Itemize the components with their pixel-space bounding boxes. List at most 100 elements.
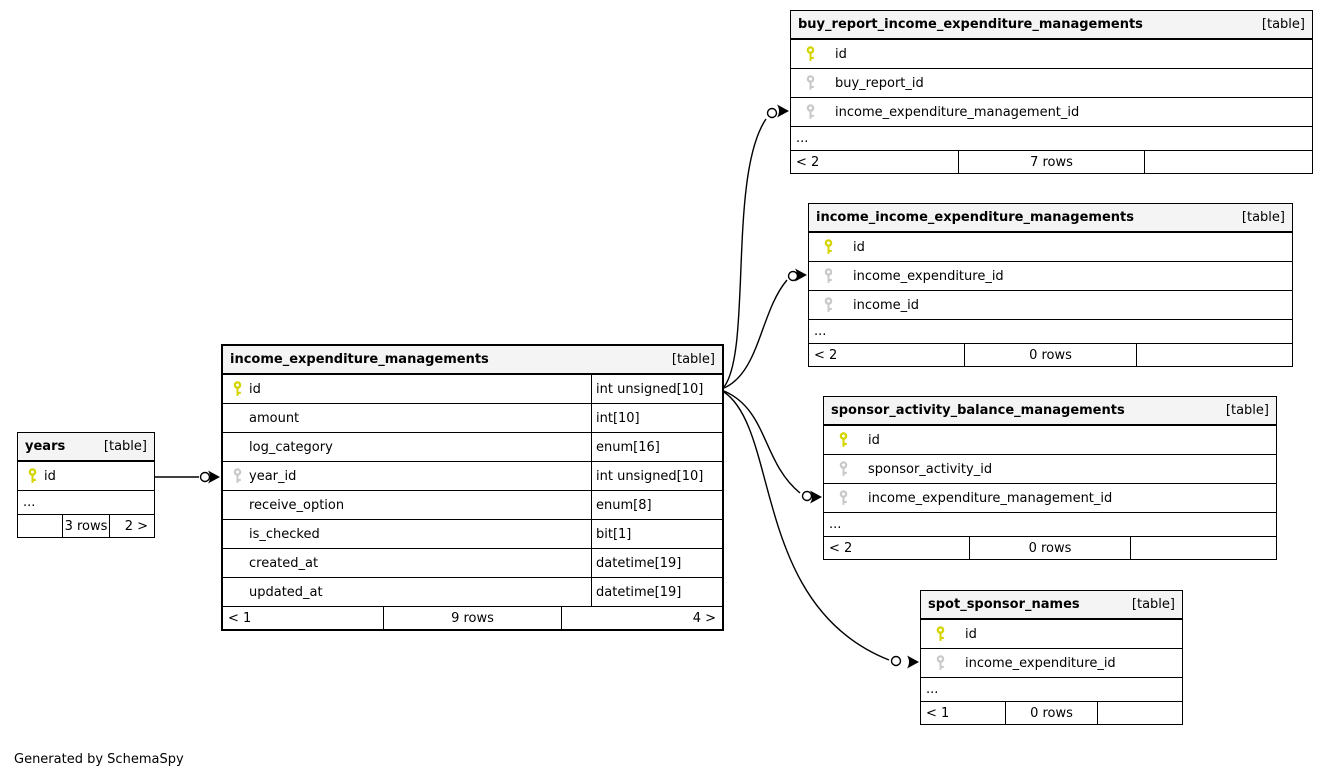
column-type: int unsigned[10] <box>591 462 722 490</box>
key-cell <box>809 239 853 255</box>
primary-key-icon <box>806 46 815 61</box>
key-cell <box>18 468 44 484</box>
arrowhead-icon <box>795 268 807 282</box>
arrowhead-icon <box>208 470 220 484</box>
footer-left-degree <box>18 515 62 537</box>
column-row-id[interactable]: id <box>18 462 154 491</box>
relation-iem-to-sponsor-activity <box>723 390 822 504</box>
column-row-id[interactable]: id int unsigned[10] <box>223 375 722 404</box>
footer-left-degree: < 1 <box>926 705 950 721</box>
table-title[interactable]: income_income_expenditure_managements <box>816 210 1134 225</box>
column-name: income_expenditure_management_id <box>835 104 1080 120</box>
key-cell <box>809 297 853 313</box>
column-name: updated_at <box>249 584 323 600</box>
column-row-income_expenditure_management_id[interactable]: income_expenditure_management_id <box>824 484 1276 513</box>
key-cell <box>791 75 835 91</box>
zero-many-circle <box>890 655 902 667</box>
key-cell <box>809 268 853 284</box>
table-title[interactable]: buy_report_income_expenditure_management… <box>798 17 1143 32</box>
foreign-key-icon <box>824 268 833 283</box>
table-buy-report-income-expenditure-managements[interactable]: buy_report_income_expenditure_management… <box>790 10 1313 174</box>
table-income-income-expenditure-managements[interactable]: income_income_expenditure_managements[ta… <box>808 203 1293 367</box>
column-name: income_expenditure_id <box>853 268 1004 284</box>
column-row-id[interactable]: id <box>791 40 1312 69</box>
key-cell <box>824 490 868 506</box>
column-row-id[interactable]: id <box>921 620 1182 649</box>
column-type: datetime[19] <box>591 549 722 577</box>
key-cell <box>824 461 868 477</box>
column-type: bit[1] <box>591 520 722 548</box>
column-row-buy_report_id[interactable]: buy_report_id <box>791 69 1312 98</box>
arrowhead-icon <box>907 655 919 669</box>
column-type: int unsigned[10] <box>591 375 722 403</box>
arrowhead-icon <box>810 490 822 504</box>
zero-many-circle <box>766 107 778 119</box>
footer-right-degree: 4 > <box>692 610 716 626</box>
table-header: spot_sponsor_names[table] <box>921 591 1182 620</box>
column-name: id <box>835 46 847 62</box>
foreign-key-icon <box>936 655 945 670</box>
table-title[interactable]: income_expenditure_managements <box>230 352 489 367</box>
table-sponsor-activity-balance-managements[interactable]: sponsor_activity_balance_managements [tab… <box>823 396 1277 560</box>
key-cell <box>921 655 965 671</box>
column-row-sponsor_activity_id[interactable]: sponsor_activity_id <box>824 455 1276 484</box>
zero-many-circle <box>801 490 813 502</box>
table-title[interactable]: years <box>25 439 66 454</box>
column-name: id <box>853 239 865 255</box>
column-name: id <box>868 432 880 448</box>
table-header: years [table] <box>18 433 154 462</box>
foreign-key-icon <box>839 490 848 505</box>
table-header: income_income_expenditure_managements[ta… <box>809 204 1292 233</box>
column-name: log_category <box>249 439 333 455</box>
key-cell <box>791 104 835 120</box>
column-row-income_expenditure_id[interactable]: income_expenditure_id <box>809 262 1292 291</box>
footer-left-degree: < 2 <box>814 347 838 363</box>
column-name: receive_option <box>249 497 345 513</box>
table-type-tag: [table] <box>1225 403 1269 418</box>
arrowhead-icon <box>777 104 789 118</box>
key-cell <box>824 432 868 448</box>
column-row-id[interactable]: id <box>809 233 1292 262</box>
relation-iem-to-income-income <box>723 268 807 389</box>
table-type-tag: [table] <box>103 439 147 454</box>
column-row-income_expenditure_id[interactable]: income_expenditure_id <box>921 649 1182 678</box>
column-row-income_expenditure_management_id[interactable]: income_expenditure_management_id <box>791 98 1312 127</box>
hidden-columns-ellipsis: ... <box>921 678 1182 702</box>
foreign-key-icon <box>233 468 242 483</box>
table-title[interactable]: sponsor_activity_balance_managements <box>831 403 1125 418</box>
column-row-receive_option[interactable]: receive_option enum[8] <box>223 491 722 520</box>
hidden-columns-ellipsis: ... <box>791 127 1312 151</box>
zero-many-circle <box>787 270 799 282</box>
column-name: amount <box>249 410 300 426</box>
hidden-columns-ellipsis: ... <box>809 320 1292 344</box>
column-row-income_id[interactable]: income_id <box>809 291 1292 320</box>
column-name: id <box>249 381 261 397</box>
column-type: enum[8] <box>591 491 722 519</box>
column-name: income_expenditure_management_id <box>868 490 1113 506</box>
key-cell <box>223 468 249 484</box>
zero-many-circle <box>199 471 211 483</box>
column-row-id[interactable]: id <box>824 426 1276 455</box>
column-name: id <box>44 468 56 484</box>
table-type-tag: [table] <box>1261 17 1305 32</box>
key-cell <box>223 381 249 397</box>
footer-left-degree: < 1 <box>228 610 252 626</box>
table-header: income_expenditure_managements[table] <box>223 346 722 375</box>
table-title[interactable]: spot_sponsor_names <box>928 597 1080 612</box>
relation-iem-to-spot-sponsor <box>723 391 919 669</box>
